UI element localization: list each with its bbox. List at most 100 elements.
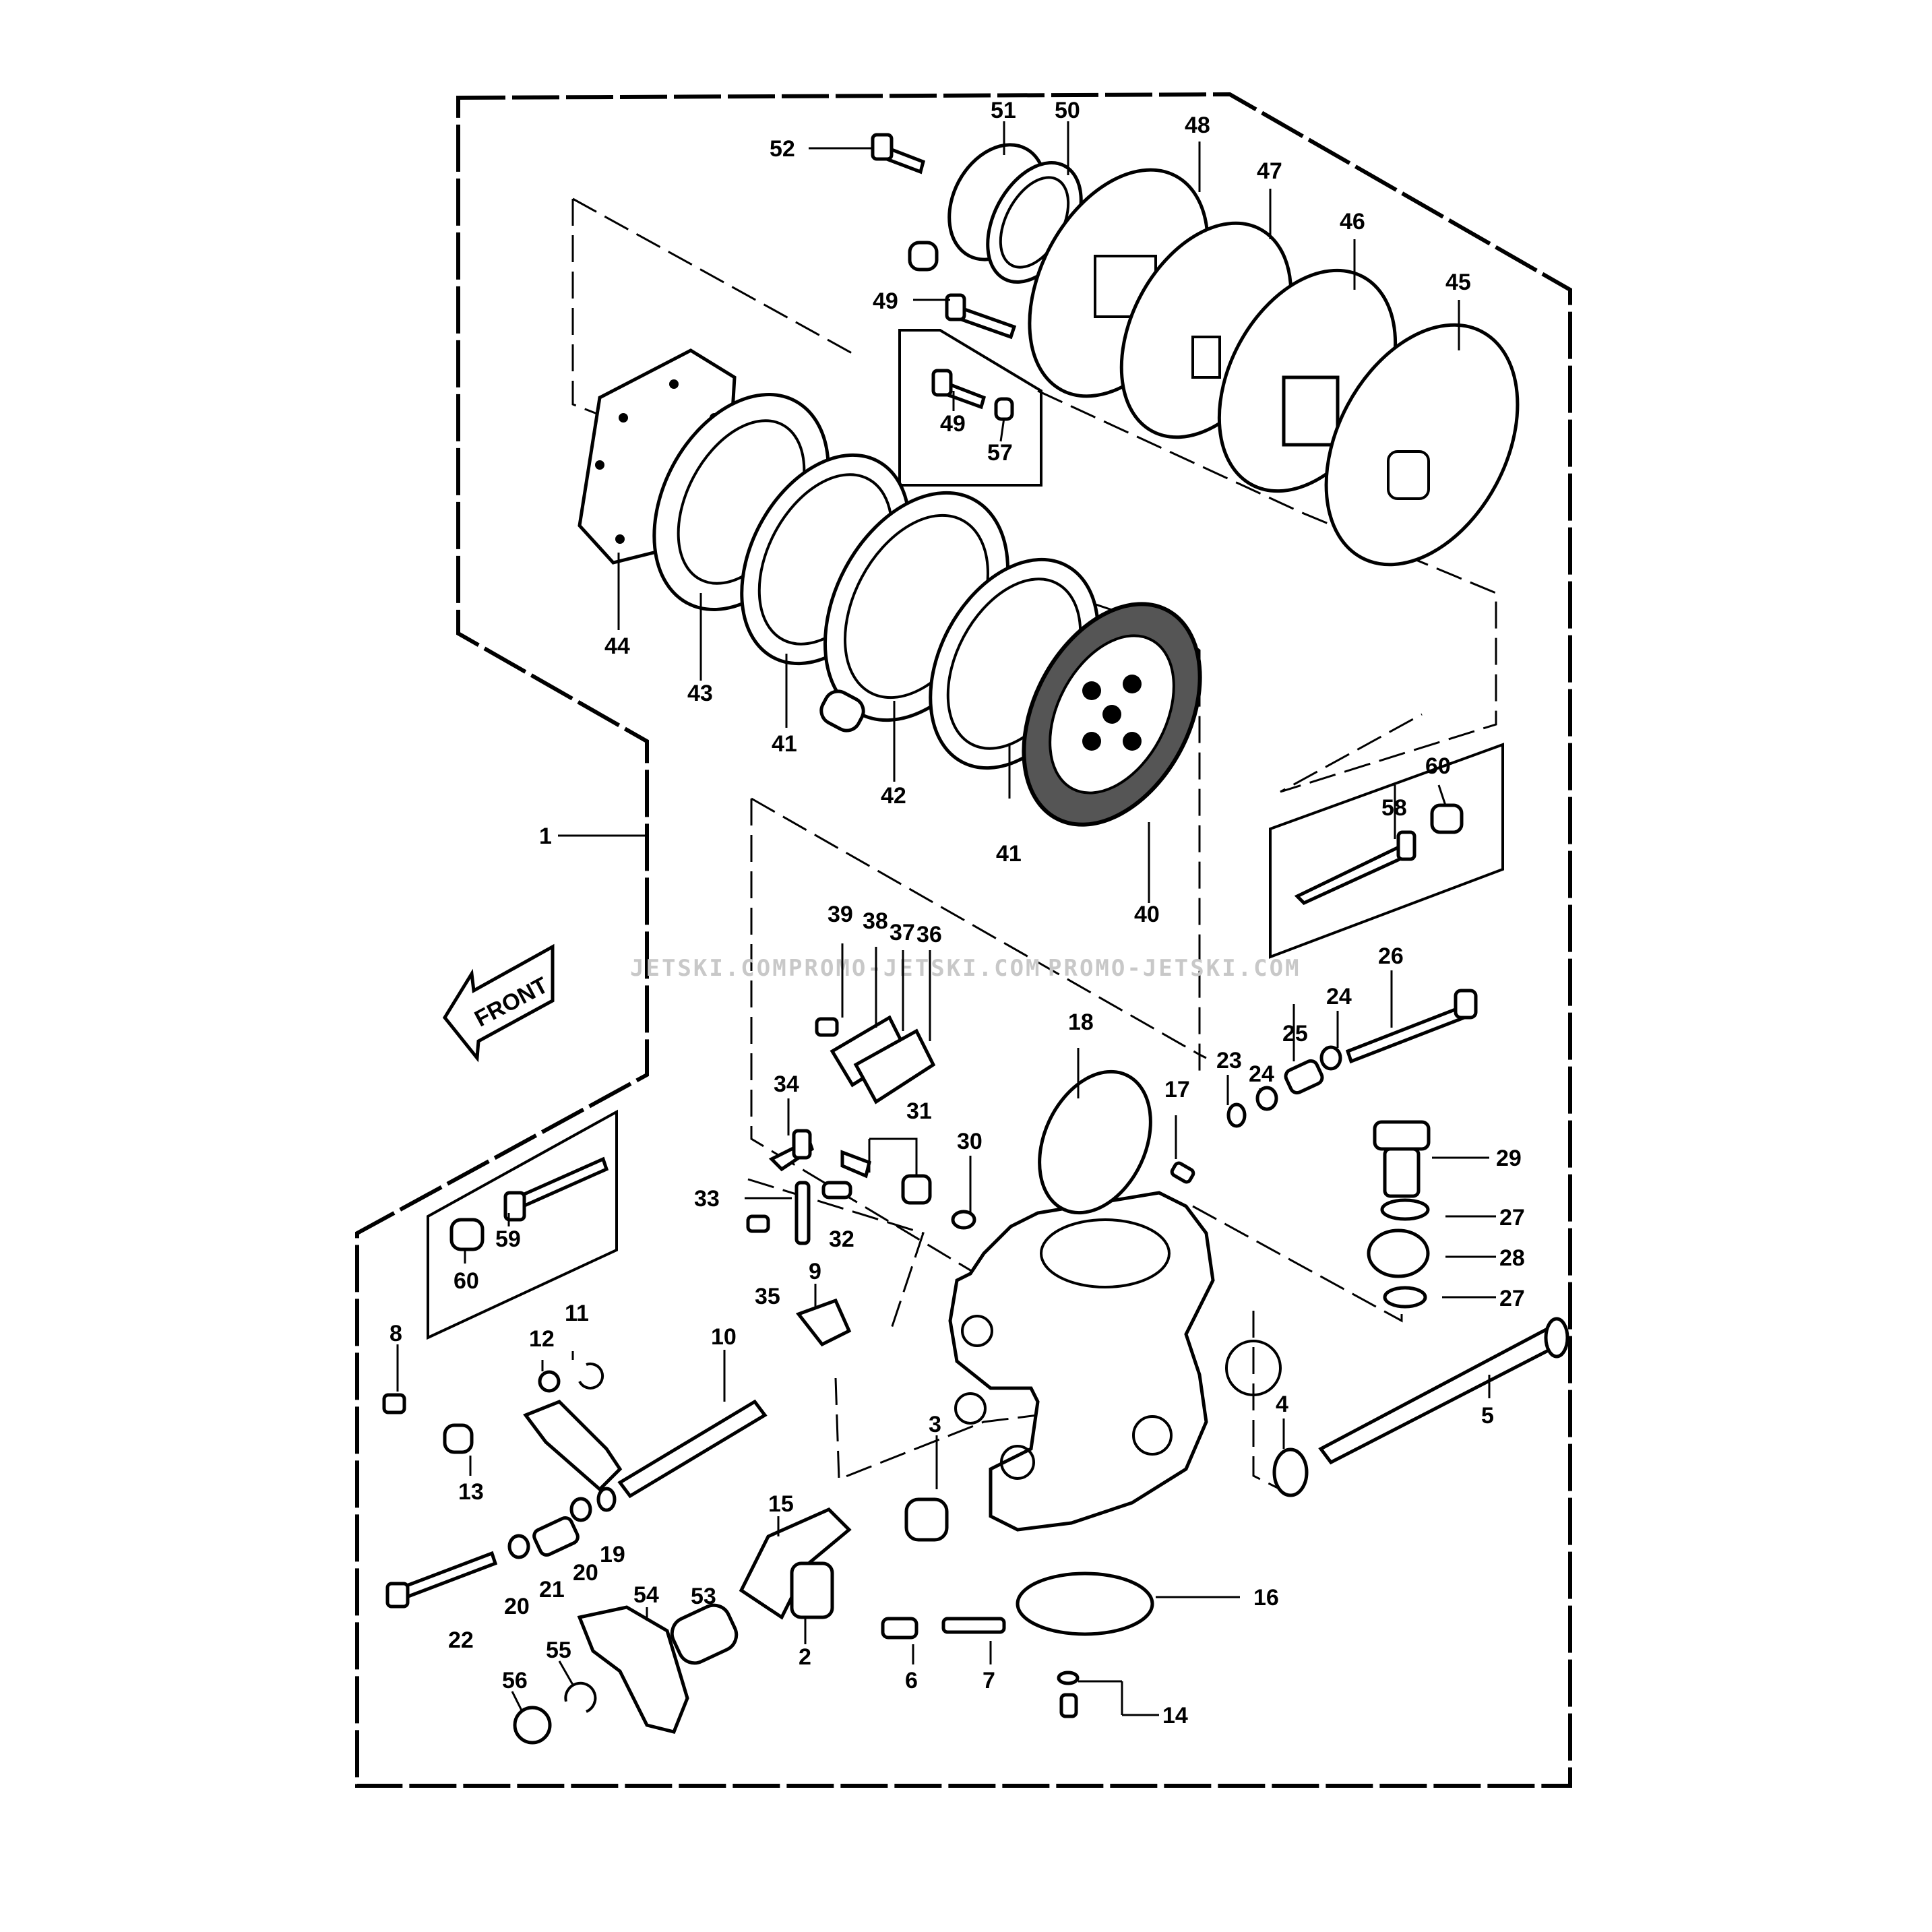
callout-58: 58 (1381, 795, 1407, 821)
callout-labels: 1 2 3 4 5 6 7 8 9 10 11 12 13 14 15 16 1… (389, 98, 1525, 1728)
part-58-needle (1294, 830, 1416, 905)
callout-6: 6 (905, 1668, 918, 1693)
callout-42: 42 (881, 783, 906, 809)
part-25-spring (1284, 1059, 1324, 1095)
callout-39: 39 (828, 902, 853, 927)
callout-46: 46 (1340, 209, 1365, 235)
part-32-spring (821, 1181, 852, 1199)
callout-30: 30 (957, 1129, 983, 1154)
callout-54: 54 (633, 1582, 659, 1608)
part-49-screw-upper (945, 293, 1017, 340)
part-45-cover (1324, 323, 1520, 567)
centerline-upper-right (1037, 389, 1497, 793)
part-18-throttle-plate (1038, 1069, 1152, 1215)
callout-19: 19 (600, 1542, 625, 1567)
centerline-right-stack (1192, 1205, 1403, 1323)
callout-43: 43 (687, 681, 713, 706)
callout-20a: 20 (504, 1594, 530, 1619)
kit-box-58-60 (1269, 743, 1504, 959)
centerline-middle (751, 797, 1207, 1059)
callout-49a: 49 (873, 288, 898, 314)
part-24-washer-left (1255, 1086, 1278, 1111)
part-29-banjo-bolt (1373, 1120, 1431, 1198)
callout-32: 32 (829, 1226, 854, 1252)
callout-56: 56 (502, 1668, 528, 1693)
part-28-banjo (1367, 1228, 1430, 1278)
callout-3: 3 (929, 1412, 941, 1437)
callout-2: 2 (799, 1644, 811, 1670)
part-57-washer (994, 397, 1014, 421)
part-33-pin (794, 1181, 811, 1245)
centerline-upper-top (572, 197, 860, 359)
callout-51: 51 (991, 98, 1016, 123)
part-52-screw (871, 133, 925, 175)
watermark-1: JETSKI.COM (630, 955, 788, 982)
callout-33: 33 (694, 1186, 720, 1212)
callout-36: 36 (916, 922, 942, 947)
part-23-ring (1226, 1102, 1247, 1128)
part-40-diaphragm (1022, 602, 1202, 827)
callout-47: 47 (1257, 158, 1282, 184)
callout-28: 28 (1499, 1245, 1525, 1271)
part-60-cap-lower (449, 1218, 485, 1251)
part-24-washer-right (1319, 1045, 1342, 1071)
part-22-screw (385, 1551, 498, 1609)
part-5-shaft (1318, 1317, 1569, 1465)
callout-22: 22 (448, 1627, 474, 1653)
callout-15: 15 (768, 1491, 794, 1517)
part-31-needle-valve (840, 1150, 932, 1205)
callout-41a: 41 (772, 731, 797, 757)
callout-52: 52 (770, 136, 795, 162)
callout-25: 25 (1282, 1021, 1308, 1047)
part-49-screw-kit (931, 369, 987, 410)
part-60-cap-upper (1430, 803, 1464, 834)
part-36-37-38-valve-plates (830, 1015, 936, 1104)
part-11-clip (578, 1362, 604, 1390)
callout-45: 45 (1445, 270, 1471, 295)
part-30-washer (951, 1210, 976, 1230)
part-27-washer-upper (1380, 1198, 1430, 1221)
part-7-screw (941, 1617, 1006, 1634)
part-20-washer-right (569, 1497, 592, 1522)
part-9-spring (795, 1298, 852, 1347)
part-15-lever (739, 1507, 852, 1620)
callout-55: 55 (546, 1638, 571, 1663)
kit-box-49-57 (898, 329, 1042, 487)
part-3-bushing (904, 1497, 949, 1542)
callout-49b: 49 (940, 411, 966, 437)
callout-5: 5 (1481, 1403, 1494, 1429)
callout-29: 29 (1496, 1146, 1522, 1171)
watermark-2: PROMO-JETSKI.COM (788, 955, 1042, 982)
callout-26: 26 (1378, 943, 1404, 969)
part-35-screw (746, 1214, 770, 1233)
callout-9: 9 (809, 1259, 821, 1284)
part-26-screw (1345, 989, 1478, 1064)
callout-20b: 20 (573, 1560, 598, 1586)
callout-60a: 60 (1425, 753, 1451, 779)
callout-14: 14 (1162, 1703, 1188, 1728)
part-10-throttle-shaft (523, 1399, 768, 1499)
callout-18: 18 (1068, 1009, 1094, 1035)
callout-27a: 27 (1499, 1205, 1525, 1230)
part-54-cam (577, 1605, 689, 1734)
callout-60b: 60 (454, 1268, 479, 1294)
part-21-spring (532, 1516, 580, 1557)
part-2-spring (790, 1561, 834, 1619)
callout-40: 40 (1134, 902, 1160, 927)
callout-13: 13 (458, 1479, 484, 1505)
callout-31: 31 (906, 1098, 932, 1124)
callout-10: 10 (711, 1324, 737, 1350)
callout-23: 23 (1216, 1048, 1242, 1073)
part-14-screw-washer (1057, 1671, 1080, 1718)
callout-35: 35 (755, 1284, 780, 1309)
callout-37: 37 (890, 920, 915, 945)
part-53-bushing (670, 1603, 739, 1665)
part-34-lever (768, 1129, 814, 1172)
callout-8: 8 (389, 1321, 402, 1346)
callout-27b: 27 (1499, 1286, 1525, 1311)
part-56-nut (513, 1706, 552, 1745)
watermark-3: PROMO-JETSKI.COM (1048, 955, 1301, 982)
part-12-washer (538, 1370, 561, 1393)
callout-16: 16 (1253, 1585, 1279, 1611)
